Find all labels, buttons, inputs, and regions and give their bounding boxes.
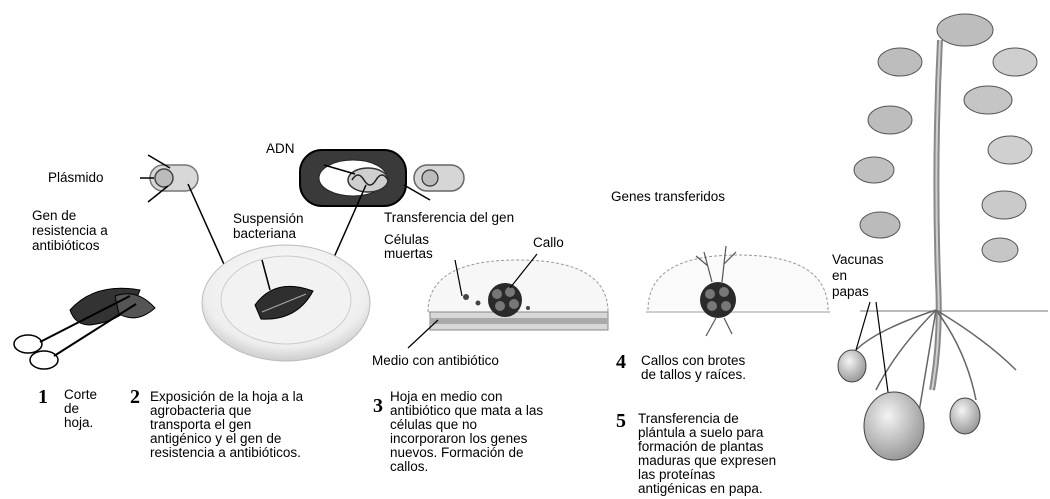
dead-cells-label: Células muertas xyxy=(384,233,433,261)
step-4-number: 4 xyxy=(616,351,626,373)
dna-label: ADN xyxy=(266,141,295,156)
dead-cells-line-2: muertas xyxy=(384,246,433,261)
scissors-leaf-illustration xyxy=(13,287,156,370)
step-1-line-3: hoja. xyxy=(64,415,94,430)
step-1-line-2: de xyxy=(64,401,80,416)
step-3-number: 3 xyxy=(373,395,383,417)
gene-transfer-label: Transferencia del gen xyxy=(384,210,515,225)
step-4-line-1: Callos con brotes xyxy=(641,353,746,368)
step-5-line-5: las proteínas xyxy=(638,467,716,482)
step-5-text: Transferencia de plántula a suelo para f… xyxy=(638,412,776,496)
callus-label: Callo xyxy=(533,235,564,250)
step-5-line-1: Transferencia de xyxy=(638,411,739,426)
resistance-gene-line-1: Gen de xyxy=(32,208,77,223)
vaccines-line-3: papas xyxy=(832,284,869,299)
step-1-line-1: Corte xyxy=(64,387,98,402)
bacterial-suspension-label: Suspensión bacteriana xyxy=(233,211,304,241)
suspension-line-2: bacteriana xyxy=(233,226,297,241)
step-5-line-4: maduras que expresen xyxy=(638,453,777,468)
step-1-text: Corte de hoja. xyxy=(64,388,97,430)
step-3-text: Hoja en medio con antibiótico que mata a… xyxy=(390,390,543,474)
dead-cells-line-1: Células xyxy=(384,232,430,247)
vaccines-line-2: en xyxy=(832,268,848,283)
step-3-line-2: antibiótico que mata a las xyxy=(390,403,544,418)
step-3-line-1: Hoja en medio con xyxy=(390,389,503,404)
step-3-line-5: nuevos. Formación de xyxy=(390,445,524,460)
step-4-text: Callos con brotes de tallos y raíces. xyxy=(641,354,746,382)
plasmid-label: Plásmido xyxy=(48,170,104,185)
step-5-line-3: formación de plantas xyxy=(638,439,764,454)
step-5-line-2: plántula a suelo para xyxy=(638,425,764,440)
potato-plant-illustration xyxy=(837,13,1048,461)
step-2-number: 2 xyxy=(130,386,140,408)
bacterium-illustration xyxy=(299,149,465,308)
step-5-line-6: antigénicas en papa. xyxy=(638,481,763,496)
step-3-line-6: callos. xyxy=(390,459,429,474)
resistance-gene-line-3: antibióticos xyxy=(32,238,100,253)
petri-dish-4 xyxy=(646,245,830,337)
step-2-line-3: transporta el gen xyxy=(150,417,252,432)
petri-dish-2 xyxy=(201,244,371,362)
potato-vaccines-label: Vacunas en papas xyxy=(832,252,884,300)
step-3-line-3: células que no xyxy=(390,417,478,432)
transferred-genes-label: Genes transferidos xyxy=(611,189,726,204)
step-4-line-2: de tallos y raíces. xyxy=(641,367,747,382)
step-2-line-2: agrobacteria que xyxy=(150,403,252,418)
step-3-line-4: incorporaron los genes xyxy=(390,431,528,446)
step-1-number: 1 xyxy=(38,386,48,408)
step-5-number: 5 xyxy=(616,410,626,432)
step-2-line-5: resistencia a antibióticos. xyxy=(150,445,301,460)
petri-dish-3 xyxy=(407,253,609,349)
step-2-text: Exposición de la hoja a la agrobacteria … xyxy=(150,390,303,460)
suspension-line-1: Suspensión xyxy=(233,211,304,226)
antibiotic-medium-label: Medio con antibiótico xyxy=(372,353,499,368)
resistance-gene-label: Gen de resistencia a antibióticos xyxy=(32,208,108,253)
vaccines-line-1: Vacunas xyxy=(832,252,884,267)
step-2-line-1: Exposición de la hoja a la xyxy=(150,389,304,404)
step-2-line-4: antigénico y el gen de xyxy=(150,431,282,446)
resistance-gene-line-2: resistencia a xyxy=(32,223,108,238)
